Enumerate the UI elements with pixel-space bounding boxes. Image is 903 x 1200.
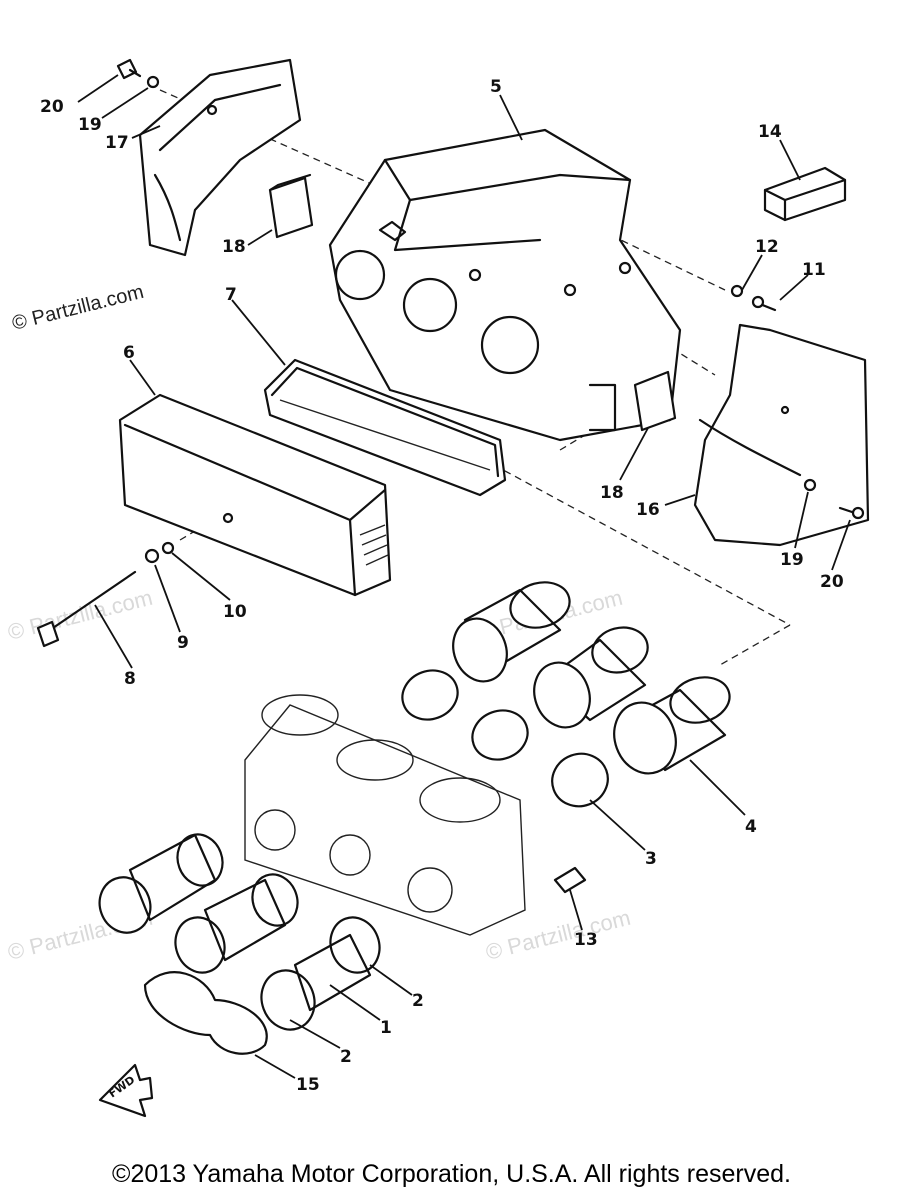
callout-3: 3 <box>645 849 657 869</box>
carburetor-manifolds <box>98 833 381 1031</box>
left-side-cover <box>138 58 302 257</box>
carburetor-assembly <box>244 694 526 936</box>
clip <box>553 866 587 894</box>
callout-2: 2 <box>340 1047 352 1067</box>
watermark: © Partzilla.com <box>483 905 633 965</box>
callout-19: 19 <box>78 115 102 135</box>
forward-arrow: FWD <box>98 1063 154 1118</box>
callout-18: 18 <box>600 483 624 503</box>
callout-14: 14 <box>758 122 782 142</box>
pad-top <box>763 166 847 222</box>
copyright-notice: ©2013 Yamaha Motor Corporation, U.S.A. A… <box>112 1160 791 1188</box>
callout-8: 8 <box>124 669 136 689</box>
callout-numbers: 20 19 17 18 5 14 12 11 7 6 18 16 19 20 1… <box>40 77 844 1095</box>
bolt-20-top <box>116 58 142 80</box>
callout-1: 1 <box>380 1018 392 1038</box>
air-filter-element <box>263 358 507 497</box>
pad-left <box>268 173 314 239</box>
callout-12: 12 <box>755 237 779 257</box>
callout-20: 20 <box>820 572 844 592</box>
air-cleaner-cover <box>118 393 392 597</box>
callout-17: 17 <box>105 133 129 153</box>
callout-5: 5 <box>490 77 502 97</box>
joint-clamps <box>401 669 609 808</box>
watermark: © Partzilla.com <box>5 585 155 645</box>
carburetor-joints <box>452 581 731 775</box>
nut-19-top <box>146 75 160 89</box>
wing-bolt <box>36 570 137 648</box>
callout-15: 15 <box>296 1075 320 1095</box>
leader-lines <box>77 74 851 1079</box>
washer-12 <box>730 284 744 298</box>
callout-18: 18 <box>222 237 246 257</box>
bolt-11 <box>751 295 777 312</box>
gasket <box>143 971 268 1055</box>
callout-19: 19 <box>780 550 804 570</box>
callout-13: 13 <box>574 930 598 950</box>
callout-4: 4 <box>745 817 757 837</box>
callout-6: 6 <box>123 343 135 363</box>
washer <box>161 541 175 555</box>
pad-right <box>633 370 677 432</box>
nut <box>144 548 160 564</box>
callout-20: 20 <box>40 97 64 117</box>
callout-2: 2 <box>412 991 424 1011</box>
callout-7: 7 <box>225 285 237 305</box>
bolt-20-right <box>838 506 865 520</box>
right-side-cover <box>693 323 870 547</box>
callout-9: 9 <box>177 633 189 653</box>
air-cleaner-case <box>328 128 682 442</box>
callout-11: 11 <box>802 260 826 280</box>
nut-19-right <box>803 478 817 492</box>
callout-10: 10 <box>223 602 247 622</box>
partzilla-watermark: © Partzilla.com <box>10 281 146 335</box>
callout-16: 16 <box>636 500 660 520</box>
